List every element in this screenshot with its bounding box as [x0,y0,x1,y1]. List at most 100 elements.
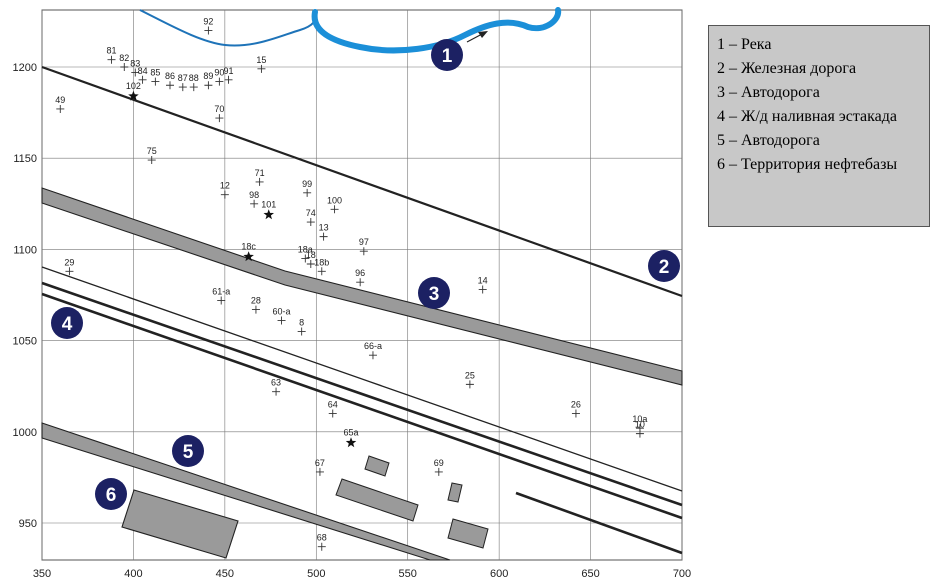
rail-rack-line-1 [41,266,683,492]
cross-marker-icon [107,55,116,64]
cross-marker-icon [359,247,368,256]
flow-direction-arrowhead [478,31,488,38]
cross-marker-icon [317,267,326,276]
cross-marker-icon [204,26,213,35]
cross-marker-icon [131,68,140,77]
star-marker-icon [243,251,254,262]
cross-marker-icon [166,81,174,90]
cross-marker-icon [138,75,147,84]
survey-point-label: 63 [271,378,281,388]
survey-point: 71 [255,168,265,186]
survey-point-label: 64 [328,400,338,410]
survey-point-label: 18b [314,257,329,267]
cross-marker-icon [306,218,315,227]
survey-point-label: 10 [635,420,645,430]
river-channel [311,7,562,54]
star-point: 65a [344,428,359,448]
survey-point-label: 71 [255,168,265,178]
feature-marker-5: 5 [172,435,204,467]
survey-point-label: 75 [147,146,157,156]
x-tick-label: 350 [33,568,51,580]
cross-marker-icon [356,278,365,287]
cross-marker-icon [65,267,74,276]
star-marker-icon [128,90,139,101]
cross-marker-icon [317,542,326,551]
cross-marker-icon [303,188,312,197]
survey-point-label: 99 [302,179,312,189]
cross-marker-icon [151,77,160,86]
survey-point: 82 [119,53,129,71]
survey-point: 29 [64,257,74,276]
legend-item-road-2: 5 – Автодорога [717,132,820,149]
cross-marker-icon [277,316,286,325]
rail-rack-line-3 [41,292,683,520]
survey-point: 67 [315,458,325,476]
star-point-label: 102 [126,81,141,91]
survey-point-label: 18 [306,250,316,260]
survey-point-label: 97 [359,237,369,247]
survey-point-label: 81 [106,46,116,56]
cross-marker-icon [434,467,443,476]
survey-point-label: 8 [299,317,304,327]
feature-marker-4: 4 [51,307,83,339]
survey-point-label: 18a [298,245,313,255]
survey-point-label: 15 [256,55,266,65]
survey-point: 60-a [273,307,291,325]
survey-point-label: 12 [220,181,230,191]
cross-marker-icon [217,296,226,305]
x-tick-label: 650 [581,568,599,580]
cross-marker-icon [189,83,198,92]
survey-point-label: 91 [224,66,234,76]
survey-point-label: 28 [251,296,261,306]
legend-item-rail-rack: 4 – Ж/д наливная эстакада [717,108,897,125]
river [139,9,317,47]
svg-text:4: 4 [62,314,73,335]
rail-spur-line [515,491,683,555]
star-point: 18c [241,242,256,262]
survey-point: 90 [214,68,224,86]
cross-marker-icon [250,199,259,208]
survey-point-label: 61-a [212,286,230,296]
y-tick-label: 950 [19,518,37,530]
svg-text:5: 5 [183,442,194,463]
survey-point: 100 [327,195,342,214]
survey-point-label: 86 [165,71,175,81]
survey-point: 12 [220,181,230,199]
survey-point-label: 98 [249,190,259,200]
building [447,482,463,503]
survey-point: 68 [317,533,327,551]
survey-point-label: 74 [306,208,316,218]
survey-point: 87 [178,73,188,92]
svg-text:2: 2 [659,257,670,278]
map-frame [41,9,683,561]
survey-point: 18a [298,245,313,263]
cross-marker-icon [178,83,187,92]
y-tick-label: 1150 [13,153,37,165]
feature-marker-6: 6 [95,478,127,510]
survey-point: 96 [355,268,365,287]
cross-marker-icon [120,63,129,71]
survey-point-label: 68 [317,533,327,543]
railway-line [41,65,683,298]
survey-point: 18b [314,257,329,276]
survey-point: 28 [251,296,261,314]
cross-marker-icon [56,104,65,113]
star-point-label: 18c [241,242,256,252]
survey-point-label: 60-a [273,307,291,317]
survey-point: 85 [150,68,160,86]
y-tick-label: 1050 [13,336,37,348]
star-point: 102 [126,81,141,101]
cross-marker-icon [319,232,328,241]
survey-point-label: 26 [571,400,581,410]
survey-point-label: 66-a [364,341,382,351]
feature-marker-3: 3 [418,277,450,309]
cross-marker-icon [330,205,339,214]
survey-point-label: 14 [478,276,488,286]
cross-marker-icon [220,190,229,199]
cross-marker-icon [297,327,306,336]
survey-point-label: 67 [315,458,325,468]
building [335,478,419,522]
survey-point-label: 69 [434,458,444,468]
survey-point: 98 [249,190,259,208]
